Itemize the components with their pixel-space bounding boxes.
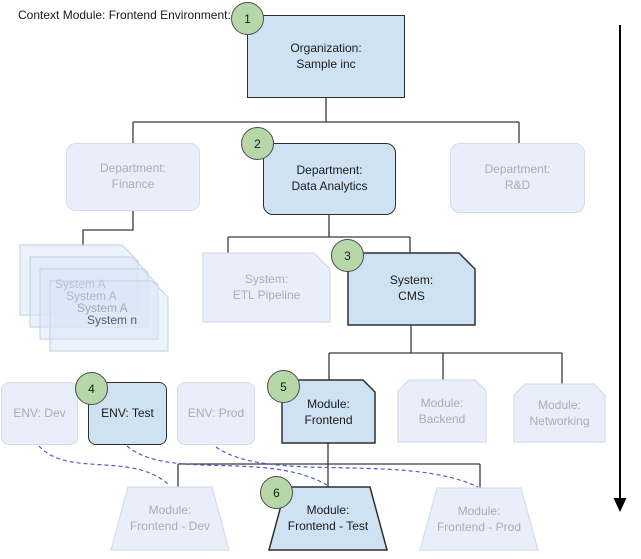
deploy-dev-shape bbox=[110, 486, 230, 551]
node-department-rnd: Department: R&D bbox=[450, 143, 585, 213]
timeline-arrow-head-icon bbox=[613, 498, 627, 512]
step-badge-4: 4 bbox=[75, 372, 108, 405]
deploy-test-label: Module: Frontend - Test bbox=[287, 503, 369, 533]
step-badge-3: 3 bbox=[331, 239, 364, 272]
node-department-data-analytics: Department: Data Analytics bbox=[263, 143, 396, 215]
connector-cms-to-modules bbox=[328, 325, 563, 384]
context-heading: Context bbox=[18, 8, 60, 22]
dashed-link-env-dev bbox=[38, 445, 170, 486]
context-block: Context Module: Frontend Environment: Te… bbox=[18, 7, 256, 24]
system-stack-label-1: System A bbox=[55, 277, 106, 291]
node-env-dev: ENV: Dev bbox=[1, 382, 78, 445]
dashed-link-env-test bbox=[126, 445, 328, 486]
module-backend-label: Module: Backend bbox=[418, 395, 466, 426]
node-organization: Organization: Sample inc bbox=[247, 15, 405, 98]
deploy-prod-shape bbox=[419, 487, 539, 551]
module-frontend-label: Module: Frontend bbox=[304, 396, 353, 427]
system-cms-label: System: CMS bbox=[389, 273, 434, 303]
connector-finance-to-system-stack bbox=[82, 211, 134, 246]
module-networking-shape bbox=[513, 383, 606, 443]
dashed-link-env-prod bbox=[215, 446, 479, 488]
step-badge-5: 5 bbox=[267, 370, 300, 403]
module-networking-label: Module: Networking bbox=[529, 397, 590, 428]
deploy-prod-label: Module: Frontend - Prod bbox=[436, 504, 522, 534]
connector-dataanalytics-to-systems bbox=[227, 215, 411, 253]
system-stack-label-3: System A bbox=[77, 301, 128, 315]
system-etl-label: System: ETL Pipeline bbox=[232, 271, 301, 302]
system-etl-shape bbox=[202, 252, 331, 323]
system-stack-label-2: System A bbox=[66, 289, 117, 303]
step-badge-2: 2 bbox=[241, 127, 274, 160]
connector-frontend-to-deployments bbox=[177, 443, 481, 488]
connector-org-to-departments bbox=[132, 98, 520, 143]
deploy-test-shape bbox=[268, 486, 388, 551]
node-env-prod: ENV: Prod bbox=[177, 382, 255, 445]
deploy-dev-label: Module: Frontend - Dev bbox=[129, 503, 211, 533]
module-backend-shape bbox=[397, 379, 487, 443]
step-badge-1: 1 bbox=[231, 2, 264, 35]
node-department-finance: Department: Finance bbox=[66, 143, 200, 211]
context-module: Module: Frontend bbox=[62, 8, 157, 22]
system-cms-shape bbox=[347, 252, 476, 326]
step-badge-6: 6 bbox=[260, 476, 293, 509]
system-stack-label-4: System n bbox=[87, 313, 138, 327]
system-stack-card-4 bbox=[49, 280, 169, 352]
